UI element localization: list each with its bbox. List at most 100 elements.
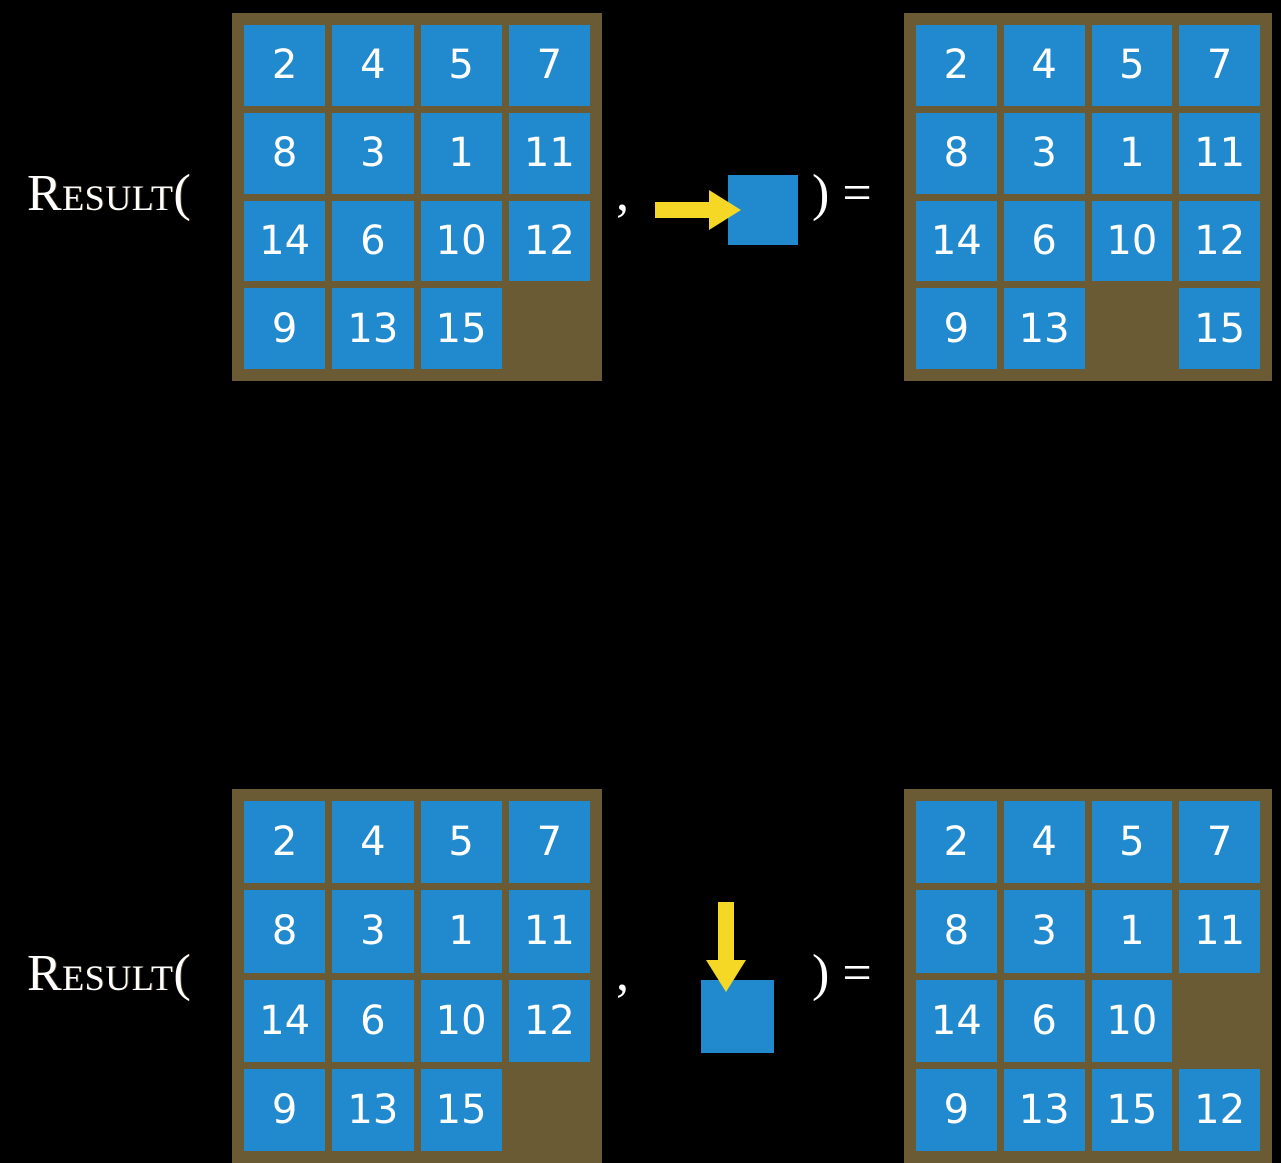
tile-number: 13: [1018, 1086, 1070, 1133]
close-paren-equals: ) =: [812, 945, 872, 1002]
puzzle-tile[interactable]: 7: [1179, 25, 1260, 106]
puzzle-tile[interactable]: 14: [244, 979, 326, 1062]
tile-number: 15: [1194, 305, 1246, 352]
puzzle-tile[interactable]: 7: [1179, 801, 1260, 884]
puzzle-tile[interactable]: 8: [916, 890, 997, 973]
tile-number: 11: [1194, 908, 1246, 955]
puzzle-tile[interactable]: 7: [508, 801, 590, 884]
tile-number: 7: [1206, 42, 1233, 89]
puzzle-tile[interactable]: 3: [1003, 112, 1085, 194]
tile-number: 6: [1031, 217, 1057, 264]
puzzle-tile[interactable]: 1: [420, 112, 502, 194]
puzzle-tile[interactable]: 5: [420, 801, 502, 884]
tile-number: 1: [448, 908, 474, 955]
tile-number: 8: [943, 908, 970, 955]
tile-number: 14: [930, 997, 982, 1044]
tile-number: 15: [1106, 1086, 1158, 1133]
puzzle-tile[interactable]: 4: [332, 801, 414, 884]
tile-number: 15: [435, 1086, 487, 1133]
puzzle-tile[interactable]: 5: [1091, 801, 1173, 884]
argument-separator-comma: ,: [616, 945, 629, 1002]
puzzle-tile[interactable]: 7: [508, 25, 590, 106]
puzzle-tile[interactable]: 13: [332, 288, 414, 369]
puzzle-tile[interactable]: 1: [1091, 890, 1173, 973]
puzzle-tile[interactable]: 2: [916, 801, 997, 884]
puzzle-tile[interactable]: 12: [508, 979, 590, 1062]
puzzle-tile[interactable]: 8: [244, 112, 326, 194]
puzzle-tile[interactable]: 6: [1003, 979, 1085, 1062]
puzzle-tile[interactable]: 13: [1003, 1068, 1085, 1151]
puzzle-tile[interactable]: 12: [1179, 1068, 1260, 1151]
puzzle-tile[interactable]: 8: [244, 890, 326, 973]
result-function-label: Result(: [27, 165, 192, 222]
puzzle-tile[interactable]: 6: [332, 200, 414, 282]
puzzle-tile[interactable]: 1: [420, 890, 502, 973]
puzzle-tile[interactable]: 11: [1179, 890, 1260, 973]
puzzle-tile[interactable]: 13: [1003, 288, 1085, 369]
puzzle-tile[interactable]: 10: [1091, 979, 1173, 1062]
tile-number: 14: [259, 217, 311, 264]
tile-number: 10: [1106, 997, 1158, 1044]
tile-number: 11: [523, 908, 575, 955]
tile-number: 3: [1031, 130, 1057, 177]
puzzle-tile[interactable]: 9: [244, 1068, 326, 1151]
tile-number: 12: [1194, 1086, 1246, 1133]
puzzle-tile[interactable]: 3: [1003, 890, 1085, 973]
puzzle-tile[interactable]: 14: [244, 200, 326, 282]
puzzle-tile[interactable]: 12: [1179, 200, 1260, 282]
puzzle-tile[interactable]: 13: [332, 1068, 414, 1151]
puzzle-tile[interactable]: 12: [508, 200, 590, 282]
puzzle-empty-cell: [509, 288, 590, 369]
puzzle-tile[interactable]: 9: [916, 1068, 997, 1151]
puzzle-tile[interactable]: 1: [1091, 112, 1173, 194]
tile-number: 6: [360, 217, 386, 264]
puzzle-tile[interactable]: 15: [1179, 288, 1260, 369]
puzzle-tile[interactable]: 10: [420, 979, 502, 1062]
puzzle-tile[interactable]: 5: [420, 25, 502, 106]
puzzle-tile[interactable]: 2: [916, 25, 997, 106]
puzzle-tile[interactable]: 14: [916, 979, 997, 1062]
tile-number: 4: [1031, 42, 1057, 89]
tile-number: 14: [930, 217, 982, 264]
puzzle-empty-cell: [509, 1069, 590, 1151]
result-function-label: Result(: [27, 945, 192, 1002]
puzzle-tile[interactable]: 4: [332, 25, 414, 106]
tile-number: 9: [943, 305, 970, 352]
puzzle-tile[interactable]: 2: [244, 25, 326, 106]
puzzle-tile[interactable]: 9: [916, 288, 997, 369]
puzzle-tile[interactable]: 15: [420, 288, 502, 369]
puzzle-tile[interactable]: 15: [1091, 1068, 1173, 1151]
close-paren-equals: ) =: [812, 165, 872, 222]
puzzle-tile[interactable]: 5: [1091, 25, 1173, 106]
tile-number: 12: [523, 997, 575, 1044]
puzzle-tile[interactable]: 14: [916, 200, 997, 282]
puzzle-tile[interactable]: 11: [508, 112, 590, 194]
puzzle-tile[interactable]: 11: [1179, 112, 1260, 194]
tile-number: 12: [523, 217, 575, 264]
puzzle-tile[interactable]: 3: [332, 112, 414, 194]
puzzle-tile[interactable]: 10: [420, 200, 502, 282]
puzzle-tile[interactable]: 6: [1003, 200, 1085, 282]
argument-separator-comma: ,: [616, 165, 629, 222]
puzzle-tile[interactable]: 11: [508, 890, 590, 973]
puzzle-tile[interactable]: 8: [916, 112, 997, 194]
tile-number: 10: [435, 997, 487, 1044]
puzzle-tile[interactable]: 6: [332, 979, 414, 1062]
puzzle-tile[interactable]: 4: [1003, 801, 1085, 884]
tile-number: 8: [943, 130, 970, 177]
puzzle-tile[interactable]: 3: [332, 890, 414, 973]
puzzle-tile[interactable]: 10: [1091, 200, 1173, 282]
puzzle-tile[interactable]: 4: [1003, 25, 1085, 106]
puzzle-tile[interactable]: 15: [420, 1068, 502, 1151]
puzzle-tile[interactable]: 2: [244, 801, 326, 884]
puzzle-tile[interactable]: 9: [244, 288, 326, 369]
arrow-right-icon: [655, 190, 741, 230]
